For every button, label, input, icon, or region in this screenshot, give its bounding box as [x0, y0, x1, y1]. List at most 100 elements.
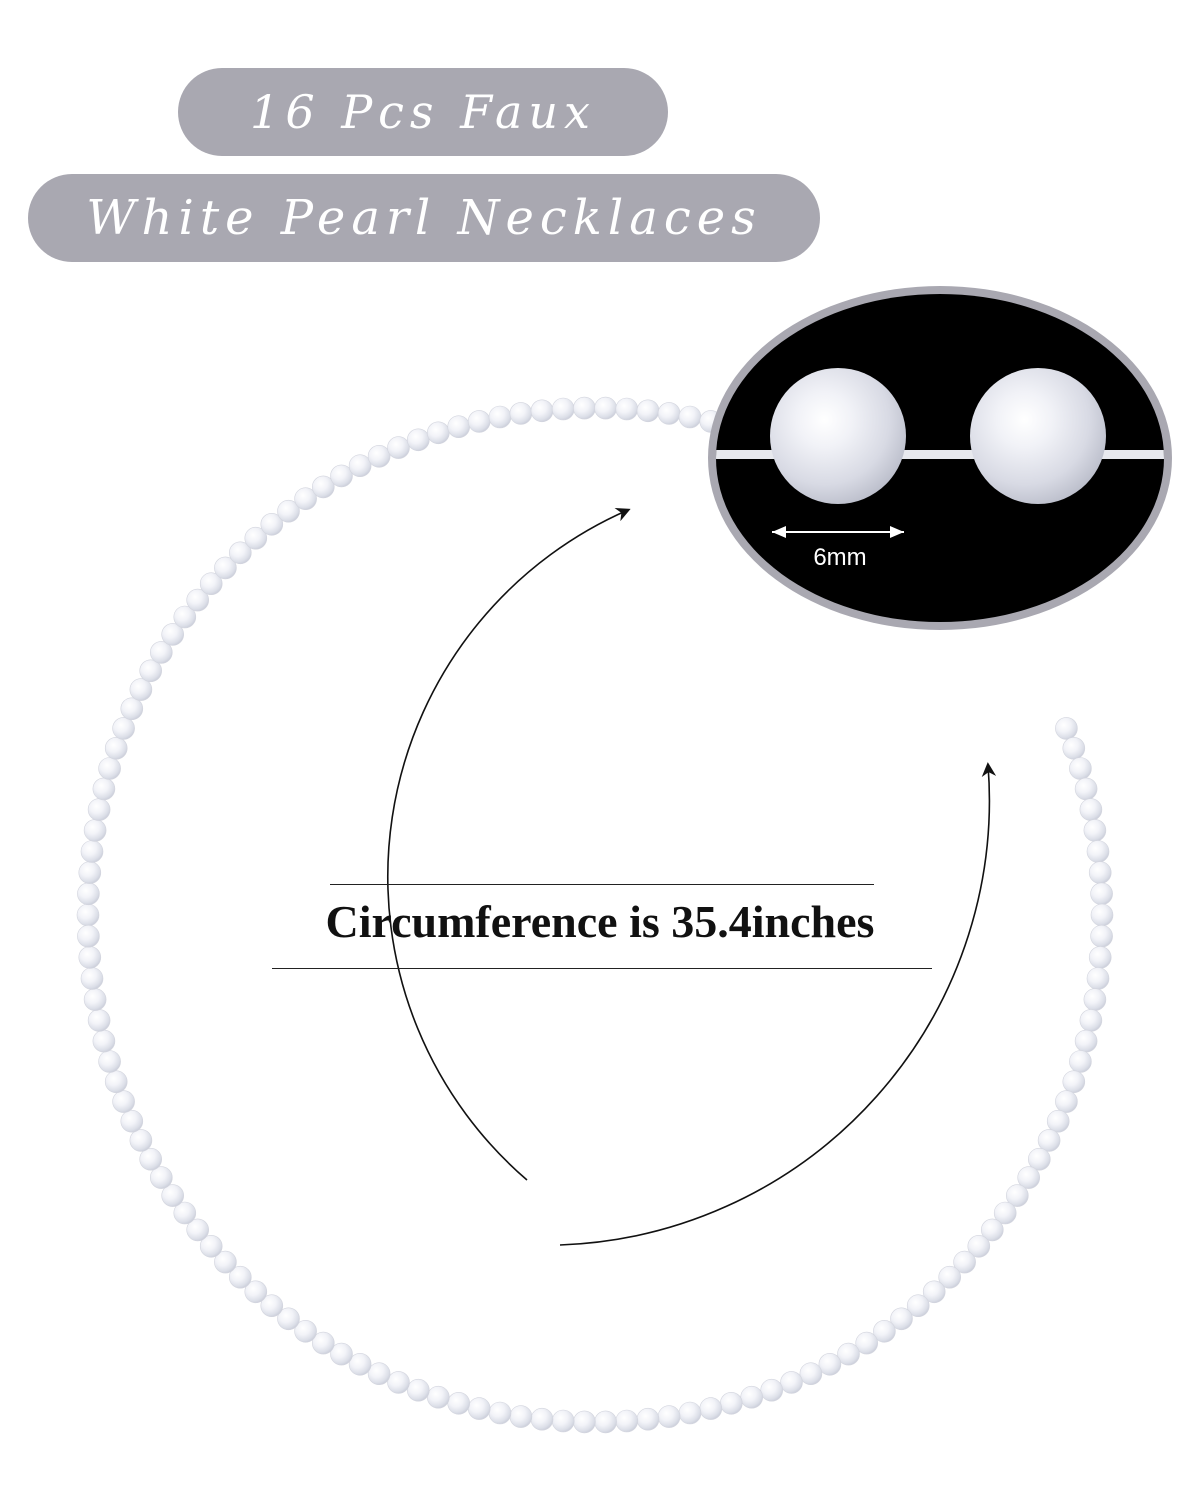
- clockwise-arrow-icon: [386, 508, 631, 1181]
- pearl-bead: [818, 1353, 842, 1376]
- large-pearl-left: [770, 368, 906, 504]
- pearl-bead: [573, 1410, 596, 1434]
- pearl-bead: [1074, 1029, 1098, 1053]
- upward-arrow-icon: [559, 762, 997, 1246]
- pearl-bead: [277, 499, 300, 523]
- pearl-bead: [98, 1050, 121, 1073]
- pearl-bead: [760, 1378, 784, 1402]
- pearl-bead: [906, 1294, 930, 1317]
- pearl-bead: [1086, 840, 1110, 863]
- pearl-bead: [260, 512, 284, 536]
- pearl-bead: [719, 1392, 743, 1415]
- pearl-bead: [488, 405, 512, 429]
- pearl-bead: [173, 1201, 197, 1225]
- pearl-bead: [120, 1109, 144, 1133]
- pearl-bead: [367, 1362, 391, 1385]
- pearl-bead: [173, 605, 197, 629]
- pearl-bead: [1046, 1109, 1070, 1133]
- pearl-bead: [509, 1405, 533, 1428]
- pearl-bead: [488, 1401, 512, 1425]
- pearl-bead: [1088, 861, 1112, 884]
- pearl-bead: [1037, 1129, 1061, 1152]
- pearl-bead: [1069, 1050, 1092, 1073]
- pearl-bead: [214, 1250, 237, 1274]
- pearl-bead: [1090, 903, 1114, 927]
- pearl-bead: [1083, 988, 1107, 1011]
- pearl-bead: [120, 697, 144, 721]
- pearl-bead: [260, 1294, 284, 1317]
- magnified-inset: 6mm: [708, 286, 1172, 630]
- pearl-bead: [837, 1342, 860, 1366]
- pearl-bead: [426, 421, 450, 445]
- pearl-bead: [657, 1405, 681, 1428]
- pearl-bead: [1069, 757, 1092, 780]
- pearl-bead: [636, 399, 660, 423]
- pearl-bead: [799, 1362, 823, 1385]
- pearl-bead: [551, 1409, 575, 1433]
- pearl-bead: [1079, 798, 1103, 821]
- pearl-bead: [229, 541, 252, 565]
- pearl-bead: [953, 1250, 976, 1274]
- title-line-2: White Pearl Necklaces: [28, 174, 820, 262]
- pearl-bead: [922, 1280, 946, 1304]
- pearl-bead: [406, 428, 430, 452]
- pearl-bead: [161, 1184, 184, 1207]
- pearl-bead: [294, 487, 317, 511]
- pearl-bead: [294, 1320, 317, 1343]
- pearl-bead: [426, 1385, 450, 1409]
- pearl-bead: [98, 757, 121, 780]
- pearl-bead: [77, 924, 100, 948]
- pearl-bead: [467, 410, 491, 433]
- pearl-bead: [938, 1265, 962, 1289]
- pearl-bead: [83, 819, 107, 842]
- pearl-bead: [78, 946, 102, 969]
- pearl-bead: [1083, 819, 1107, 842]
- pearl-bead: [161, 623, 184, 646]
- pearl-bead: [311, 475, 335, 499]
- pearl-bead: [330, 464, 353, 488]
- pearl-bead: [530, 1407, 554, 1431]
- caption-rule-bottom: [272, 968, 932, 969]
- pearl-bead: [1090, 882, 1113, 906]
- pearl-bead: [199, 1235, 223, 1258]
- pearl-bead: [80, 840, 104, 863]
- pearl-bead: [80, 967, 104, 990]
- pearl-bead: [636, 1407, 660, 1431]
- pearl-bead: [1062, 1070, 1086, 1093]
- pearl-bead: [186, 1218, 209, 1242]
- pearl-bead: [150, 641, 173, 664]
- size-label: 6mm: [813, 544, 866, 571]
- pearl-bead: [1074, 777, 1098, 801]
- pearl-bead: [678, 405, 702, 429]
- pearl-bead: [77, 882, 100, 906]
- pearl-bead: [348, 454, 372, 478]
- pearl-bead: [447, 1392, 471, 1415]
- pearl-bead: [76, 903, 100, 927]
- pearl-bead: [615, 1409, 639, 1433]
- pearl-bead: [244, 1280, 268, 1304]
- pearl-bead: [615, 397, 639, 421]
- pearl-bead: [277, 1307, 300, 1331]
- pearl-bead: [199, 572, 223, 596]
- pearl-bead: [1062, 736, 1086, 760]
- pearl-bead: [530, 399, 554, 423]
- pearl-bead: [1005, 1184, 1029, 1207]
- pearl-bead: [1086, 967, 1110, 990]
- pearl-bead: [1055, 717, 1078, 740]
- pearl-bead: [129, 678, 153, 701]
- pearl-bead: [367, 444, 391, 468]
- pearl-bead: [594, 1410, 617, 1434]
- pearl-bead: [214, 556, 237, 580]
- pearl-bead: [1090, 924, 1113, 948]
- pearl-bead: [890, 1307, 913, 1331]
- pearl-bead: [330, 1342, 353, 1366]
- pearl-bead: [87, 798, 111, 821]
- large-pearl-right: [970, 368, 1106, 504]
- pearl-bead: [873, 1320, 896, 1343]
- pearl-bead: [678, 1401, 702, 1425]
- pearl-bead: [980, 1218, 1004, 1242]
- pearl-bead: [594, 396, 617, 420]
- pearl-bead: [139, 1147, 162, 1171]
- pearl-bead: [186, 588, 209, 612]
- title-line-1: 16 Pcs Faux: [178, 68, 668, 156]
